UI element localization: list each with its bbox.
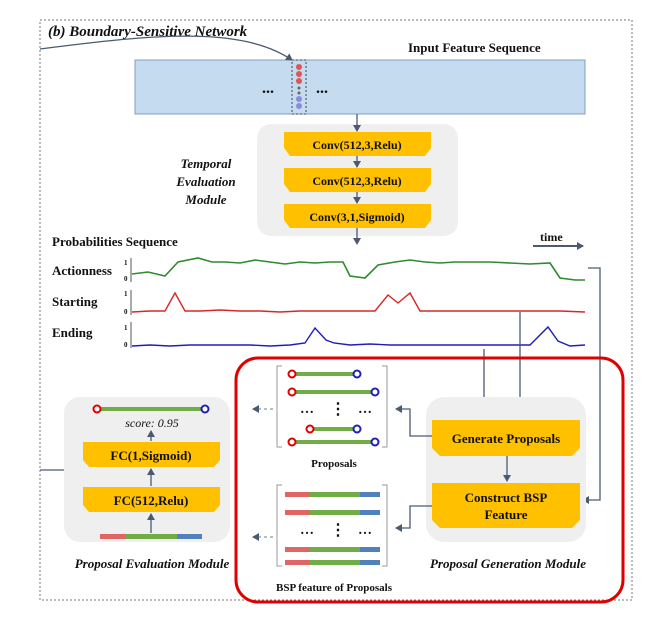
tem-label-line1: Temporal [181, 156, 232, 171]
outer-frame [39, 19, 633, 601]
actionness-tick-bottom: 0 [124, 275, 128, 283]
feature-window [291, 59, 307, 115]
proposals-dots-right: … [358, 402, 372, 417]
bsp-bracket-left [276, 484, 282, 567]
arrow-actionness-to-construct [582, 267, 601, 504]
proposals-bracket-left [276, 365, 282, 448]
conv-layer-1-label: Conv(512,3,Relu) [312, 138, 401, 152]
proposals-panel: … ⋮ … [276, 365, 388, 448]
fc-relu-layer [83, 487, 220, 512]
conv-layer-3-label: Conv(3,1,Sigmoid) [309, 210, 404, 224]
construct-bsp-label-line2: Feature [484, 507, 527, 522]
fc-sigmoid-label: FC(1,Sigmoid) [110, 448, 191, 463]
ending-label: Ending [52, 325, 93, 340]
proposals-label: Proposals [311, 458, 357, 470]
proposal-3 [305, 424, 362, 434]
starting-label: Starting [52, 294, 98, 309]
bsp-feature-3 [285, 547, 380, 552]
generate-proposals-block [432, 420, 580, 456]
bsp-feature-4 [285, 560, 380, 565]
proposal-1 [287, 369, 362, 379]
time-label: time [540, 230, 563, 244]
pem-output-proposal [92, 404, 210, 414]
proposal-2 [287, 387, 380, 397]
tem-label-line2: Evaluation [175, 174, 235, 189]
input-feature-label: Input Feature Sequence [408, 40, 541, 55]
starting-curve [131, 291, 586, 313]
ending-tick-bottom: 0 [124, 341, 128, 349]
ending-row: Ending 1 0 [52, 322, 586, 349]
arrow-generate-to-proposals [395, 405, 432, 437]
bsp-feature-1 [285, 492, 380, 497]
input-dots-right: ... [316, 80, 328, 97]
starting-row: Starting 1 0 [52, 290, 586, 316]
starting-tick-top: 1 [124, 290, 128, 298]
arrow-construct-to-bsp [395, 505, 432, 532]
actionness-label: Actionness [52, 263, 112, 278]
pem-input-bsp-feature [100, 534, 202, 539]
ending-tick-top: 1 [124, 324, 128, 332]
bsp-dots-right: … [358, 523, 372, 538]
starting-tick-bottom: 0 [124, 308, 128, 316]
construct-bsp-label-line1: Construct BSP [465, 490, 548, 505]
actionness-row: Actionness 1 0 [52, 257, 585, 283]
fc-sigmoid-layer [83, 442, 220, 467]
probabilities-title: Probabilities Sequence [52, 234, 178, 249]
pgm-label: Proposal Generation Module [430, 556, 586, 571]
construct-bsp-block [432, 483, 580, 528]
conv-layer-2 [284, 168, 431, 192]
feature-vector-dots [296, 64, 302, 109]
input-feature-sequence [134, 59, 586, 115]
conv-layer-3 [284, 204, 431, 228]
bsp-vdots: ⋮ [330, 522, 346, 539]
conv-layer-1 [284, 132, 431, 156]
input-curve-arrow [39, 35, 293, 61]
bsp-dots-left: … [300, 523, 314, 538]
pem-label: Proposal Evaluation Module [75, 556, 230, 571]
generate-proposals-label: Generate Proposals [452, 431, 560, 446]
proposals-vdots: ⋮ [330, 401, 346, 418]
bsp-features-label: BSP feature of Proposals [276, 582, 393, 594]
actionness-curve [131, 257, 585, 281]
conv-layer-2-label: Conv(512,3,Relu) [312, 174, 401, 188]
proposals-bracket-right [382, 365, 388, 448]
score-label: score: 0.95 [125, 416, 179, 430]
bsp-bracket-right [382, 484, 388, 567]
fc-relu-label: FC(512,Relu) [114, 493, 189, 508]
ending-curve [131, 325, 586, 347]
input-dots-left: ... [262, 80, 274, 97]
proposal-4 [287, 437, 380, 447]
highlight-frame [234, 356, 625, 604]
bsp-features-panel: … ⋮ … [276, 484, 388, 567]
bsp-feature-2 [285, 510, 380, 515]
tem-label-line3: Module [184, 192, 226, 207]
actionness-tick-top: 1 [124, 259, 128, 267]
proposals-dots-left: … [300, 402, 314, 417]
